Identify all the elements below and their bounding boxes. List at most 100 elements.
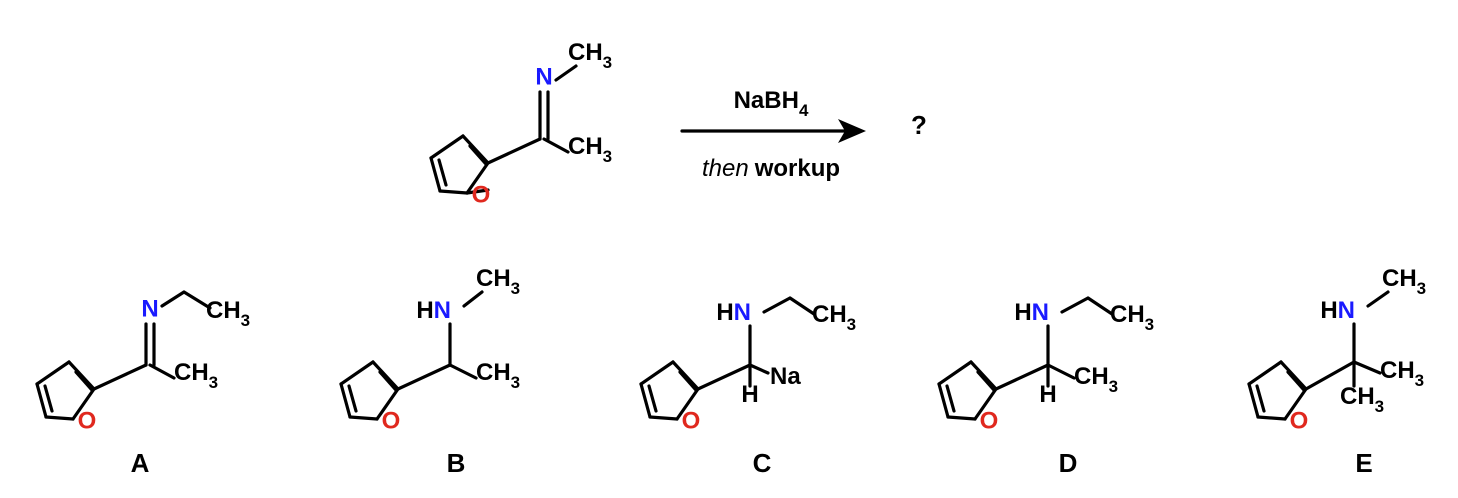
methyl-sub: 3 — [1145, 315, 1154, 334]
methyl-sub: 3 — [847, 315, 856, 334]
amine-h: H — [716, 299, 733, 326]
ring-bond — [639, 360, 675, 386]
choice-letter-b: B — [447, 448, 466, 478]
ring-bond — [1247, 382, 1260, 419]
reagent-main: NaBH — [734, 87, 799, 114]
ring-bond — [671, 360, 700, 391]
ring-bond — [71, 387, 96, 421]
ring-bond — [429, 134, 465, 160]
methyl-sub: 3 — [603, 53, 612, 72]
nitrogen-atom: N — [535, 63, 552, 90]
ring-bond — [468, 144, 488, 166]
c-methyl-bond — [1352, 360, 1382, 375]
c-methyl-bond — [148, 363, 176, 380]
methyl-ch: CH — [568, 133, 603, 160]
n-methyl-bond — [462, 290, 484, 308]
ring-bond — [639, 382, 652, 419]
methyl-sub: 3 — [241, 311, 250, 330]
ring-bond — [1247, 360, 1283, 386]
reagent-label: NaBH4 — [734, 87, 809, 120]
methyl-group: CH3 — [568, 133, 612, 166]
choice-letter-d: D — [1059, 448, 1078, 478]
methyl-group: CH3 — [1382, 265, 1426, 298]
ring-bond — [465, 161, 490, 195]
methyl-ch: CH — [476, 265, 511, 292]
ring-bond — [378, 370, 398, 392]
ring-bond — [375, 387, 400, 421]
amine-label: HN — [1320, 297, 1355, 324]
ring-bond — [438, 189, 469, 195]
chain-bond — [486, 137, 542, 165]
chain-bond — [696, 363, 752, 391]
reagent-sub: 4 — [799, 101, 809, 120]
ring-bond — [339, 360, 375, 386]
methyl-ch: CH — [812, 301, 847, 328]
amine-label: HN — [1014, 299, 1049, 326]
methyl-group: CH3 — [174, 359, 218, 392]
product-unknown: ? — [911, 110, 927, 140]
ethyl-bond — [1060, 296, 1090, 314]
ring-bond — [1255, 384, 1266, 413]
methyl-sub: 3 — [1417, 279, 1426, 298]
ethyl-bond — [182, 290, 212, 310]
ring-bond — [371, 360, 400, 391]
ring-bond — [648, 415, 679, 421]
methyl-ch: CH — [1382, 265, 1417, 292]
chain-bond — [1304, 360, 1356, 391]
methyl-group: CH3 — [1074, 363, 1118, 396]
methyl-sub: 3 — [511, 279, 520, 298]
methyl-ch: CH — [476, 359, 511, 386]
methyl-ch: CH — [1110, 301, 1145, 328]
oxygen-atom: O — [1290, 407, 1309, 434]
methyl-sub: 3 — [209, 373, 218, 392]
amine-h: H — [1320, 297, 1337, 324]
ring-bond — [973, 387, 998, 421]
methyl-ch: CH — [174, 359, 209, 386]
choice-letter-a: A — [131, 448, 150, 478]
ring-bond — [67, 360, 96, 391]
chain-bond — [396, 363, 452, 391]
ring-bond — [969, 360, 998, 391]
condition-italic: then — [702, 155, 749, 182]
amine-h: H — [1014, 299, 1031, 326]
ring-bond — [44, 415, 75, 421]
oxygen-atom: O — [980, 407, 999, 434]
ethyl-bond — [788, 296, 816, 316]
c-methyl-bond — [542, 137, 570, 154]
ring-bond — [675, 387, 700, 421]
ring-bond — [945, 384, 956, 413]
oxygen-atom: O — [78, 407, 97, 434]
choice-d: O HN CH3 CH3 H — [937, 296, 1154, 434]
ring-bond — [1283, 387, 1308, 421]
methyl-ch: CH — [1380, 357, 1415, 384]
c-methyl-bond — [448, 363, 478, 380]
amine-h: H — [416, 297, 433, 324]
amine-label: HN — [416, 297, 451, 324]
methyl-sub: 3 — [1109, 377, 1118, 396]
ring-bond — [429, 156, 442, 193]
methyl-group: CH3 — [812, 301, 856, 334]
ring-bond — [1279, 360, 1308, 391]
ring-bond — [74, 370, 94, 392]
methyl-group: CH3 — [1380, 357, 1424, 390]
methyl-ch: CH — [206, 297, 241, 324]
ring-bond — [35, 382, 48, 419]
methyl-ch: CH — [568, 39, 603, 66]
methyl-group: CH3 — [1340, 383, 1384, 416]
ring-bond — [347, 384, 358, 413]
methyl-group: CH3 — [206, 297, 250, 330]
choice-c: O HN CH3 H Na — [639, 296, 856, 434]
ethyl-bond — [160, 290, 186, 308]
hydrogen-atom: H — [1039, 381, 1056, 408]
choice-a: O N CH3 CH3 — [35, 290, 250, 434]
choice-letter-c: C — [753, 448, 772, 478]
ethyl-bond — [762, 296, 792, 314]
ring-bond — [348, 415, 379, 421]
nitrogen-atom: N — [141, 295, 158, 322]
amine-n: N — [734, 299, 751, 326]
n-methyl-bond — [554, 64, 578, 82]
arrow-head-icon — [838, 119, 866, 143]
n-methyl-bond — [1366, 290, 1390, 308]
